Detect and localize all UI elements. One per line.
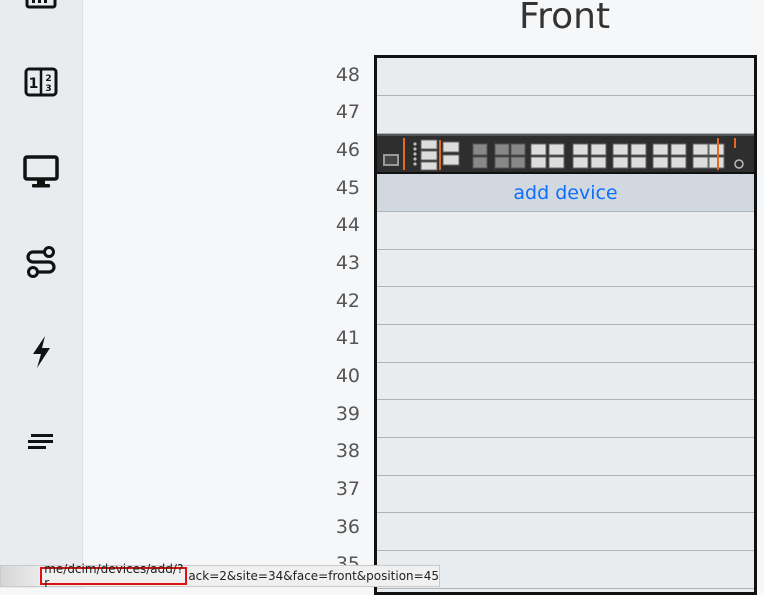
rack-unit-slot[interactable] — [377, 249, 754, 287]
unit-label: 36 — [335, 516, 360, 538]
svg-text:3: 3 — [45, 84, 51, 94]
rack-unit-slot[interactable] — [377, 212, 754, 250]
svg-text:1: 1 — [29, 76, 39, 92]
rack-unit-slot[interactable] — [377, 362, 754, 400]
rack-unit-slot[interactable] — [377, 325, 754, 363]
monitor-icon[interactable] — [18, 152, 64, 192]
rack-unit-slot[interactable] — [377, 400, 754, 438]
rack-unit-slot[interactable] — [377, 58, 754, 96]
svg-text:2: 2 — [45, 74, 51, 84]
unit-label: 39 — [335, 403, 360, 425]
add-device-link[interactable]: add device — [513, 181, 618, 204]
circuit-path-icon[interactable] — [18, 242, 64, 282]
menu-lines-icon[interactable] — [18, 422, 64, 462]
rack-elevation: add device — [374, 55, 757, 595]
rack-icon[interactable] — [18, 0, 64, 20]
unit-label: 37 — [335, 478, 360, 500]
status-url-redacted — [1, 566, 40, 586]
unit-label: 44 — [335, 214, 360, 236]
rack-unit-slot[interactable] — [377, 438, 754, 476]
installed-switch-device[interactable] — [377, 134, 754, 174]
unit-label: 42 — [335, 290, 360, 312]
lightning-icon[interactable] — [18, 332, 64, 372]
switch-faceplate-image — [377, 136, 754, 172]
status-url-highlighted: me/dcim/devices/add/?r — [40, 562, 188, 590]
rack-face-title: Front — [519, 0, 611, 37]
unit-label: 43 — [335, 252, 360, 274]
unit-label: 45 — [335, 177, 360, 199]
unit-label: 47 — [335, 101, 360, 123]
unit-label: 40 — [335, 365, 360, 387]
unit-label: 46 — [335, 139, 360, 161]
rack-unit-slot[interactable] — [377, 287, 754, 325]
unit-label: 38 — [335, 440, 360, 462]
rack-unit-slot[interactable] — [377, 513, 754, 551]
browser-status-bar: me/dcim/devices/add/?r ack=2&site=34&fac… — [0, 562, 440, 590]
rack-unit-slot[interactable] — [377, 96, 754, 134]
status-url-rest: ack=2&site=34&face=front&position=45 — [188, 569, 439, 583]
unit-label: 48 — [335, 64, 360, 86]
unit-label: 41 — [335, 327, 360, 349]
rack-unit-slot[interactable] — [377, 475, 754, 513]
add-device-slot[interactable]: add device — [377, 174, 754, 212]
